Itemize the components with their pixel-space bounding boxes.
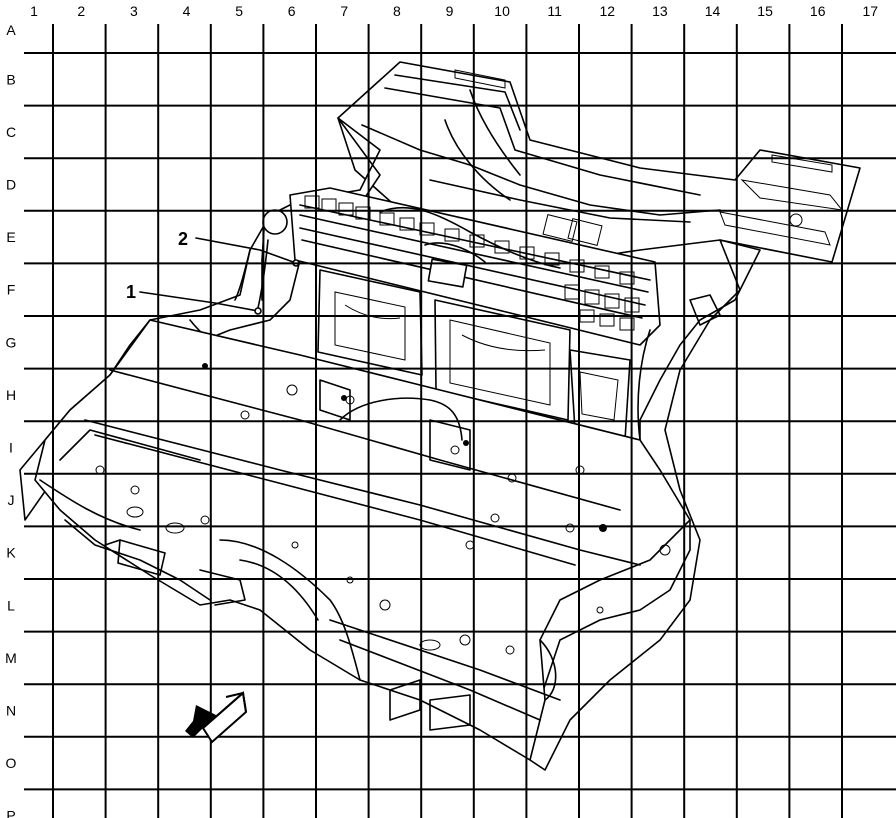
- vehicle-floor-illustration: [19, 61, 861, 771]
- grid-row-label: C: [6, 124, 16, 140]
- grid-row-label: D: [6, 177, 16, 193]
- grid-column-label: 7: [340, 3, 348, 19]
- grid-column-label: 4: [183, 3, 191, 19]
- grid-column-label: 10: [494, 3, 510, 19]
- grid-row-label: N: [6, 703, 16, 719]
- grid-column-label: 8: [393, 3, 401, 19]
- grid-column-label: 15: [757, 3, 773, 19]
- grid-row-label: A: [6, 22, 16, 38]
- callout-2-leader: [195, 237, 297, 264]
- grid-column-label: 16: [810, 3, 826, 19]
- grid-column-label: 3: [130, 3, 138, 19]
- grid-row-label: E: [6, 229, 15, 245]
- grid-column-label: 9: [446, 3, 454, 19]
- callout-1-label: 1: [126, 282, 136, 302]
- grid-row-label: H: [6, 387, 16, 403]
- grid-row-label: P: [6, 808, 15, 818]
- grid-column-label: 13: [652, 3, 668, 19]
- front-direction-arrow-icon: [185, 691, 248, 744]
- grid-row-label: O: [6, 755, 17, 771]
- grid-column-label: 1: [30, 3, 38, 19]
- grid-column-label: 5: [235, 3, 243, 19]
- grid-column-label: 14: [705, 3, 721, 19]
- callout-2-label: 2: [178, 229, 188, 249]
- grid-row-label: J: [8, 492, 15, 508]
- grid-column-label: 11: [547, 3, 562, 19]
- grid-column-label: 2: [77, 3, 85, 19]
- grid-row-label: F: [7, 282, 16, 298]
- grid-column-label: 12: [600, 3, 616, 19]
- grid-row-label: L: [7, 597, 15, 613]
- grid-column-label: 6: [288, 3, 296, 19]
- grid-row-label: K: [6, 545, 16, 561]
- grid-row-label: I: [9, 440, 13, 456]
- right-module-box: [434, 299, 571, 421]
- grid-row-label: G: [6, 334, 17, 350]
- callout-1-leader: [139, 291, 259, 312]
- grid-row-label: M: [5, 650, 17, 666]
- grid-column-label: 17: [863, 3, 879, 19]
- grid-row-label: B: [6, 71, 15, 87]
